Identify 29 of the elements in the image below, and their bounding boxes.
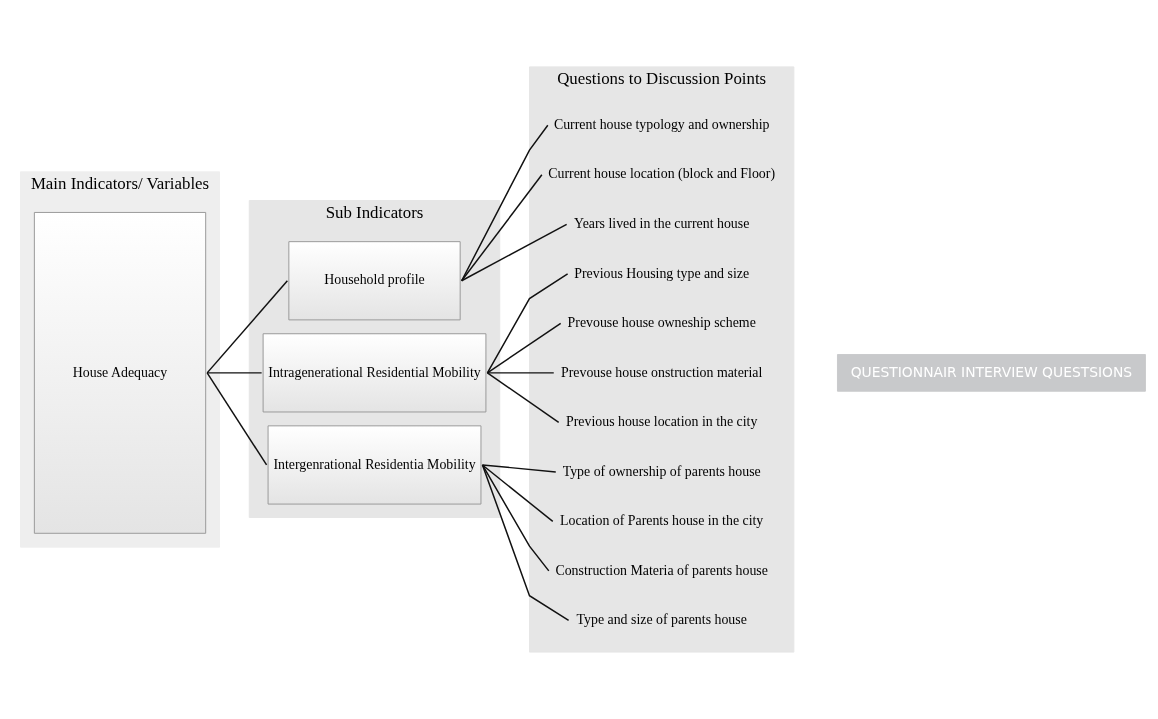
node-box: Intragenerational Residential Mobility — [262, 333, 487, 413]
connector — [481, 464, 550, 572]
node-text: Type and size of parents house — [576, 612, 747, 628]
node-text: Previous house location in the city — [566, 414, 758, 430]
connector — [206, 280, 289, 374]
node-text: Prevouse house onstruction material — [561, 364, 763, 380]
connector — [206, 372, 268, 466]
node-box: House Adequacy — [33, 211, 207, 534]
node-text: Prevouse house owneship scheme — [567, 315, 756, 331]
connector — [486, 273, 569, 374]
connector — [486, 372, 555, 374]
connector — [481, 464, 554, 523]
connector — [486, 322, 562, 374]
connector — [486, 372, 560, 424]
node-box: Household profile — [288, 241, 461, 321]
node-text: Years lived in the current house — [574, 216, 750, 231]
node-text: Current house location (block and Floor) — [548, 166, 776, 182]
node-text: Construction Materia of parents house — [555, 562, 768, 578]
node-box: Intergenrational Residentia Mobility — [267, 425, 482, 505]
node-text: Current house typology and ownership — [553, 116, 770, 132]
node-text: Location of Parents house in the city — [560, 513, 764, 529]
connector — [481, 464, 570, 622]
connector — [481, 464, 557, 473]
connector — [460, 174, 543, 282]
node-text: Previous Housing type and size — [574, 265, 750, 281]
connector — [460, 124, 549, 282]
connector — [206, 372, 263, 374]
connector — [460, 223, 568, 282]
node-text: Type of ownership of parents house — [562, 463, 761, 479]
